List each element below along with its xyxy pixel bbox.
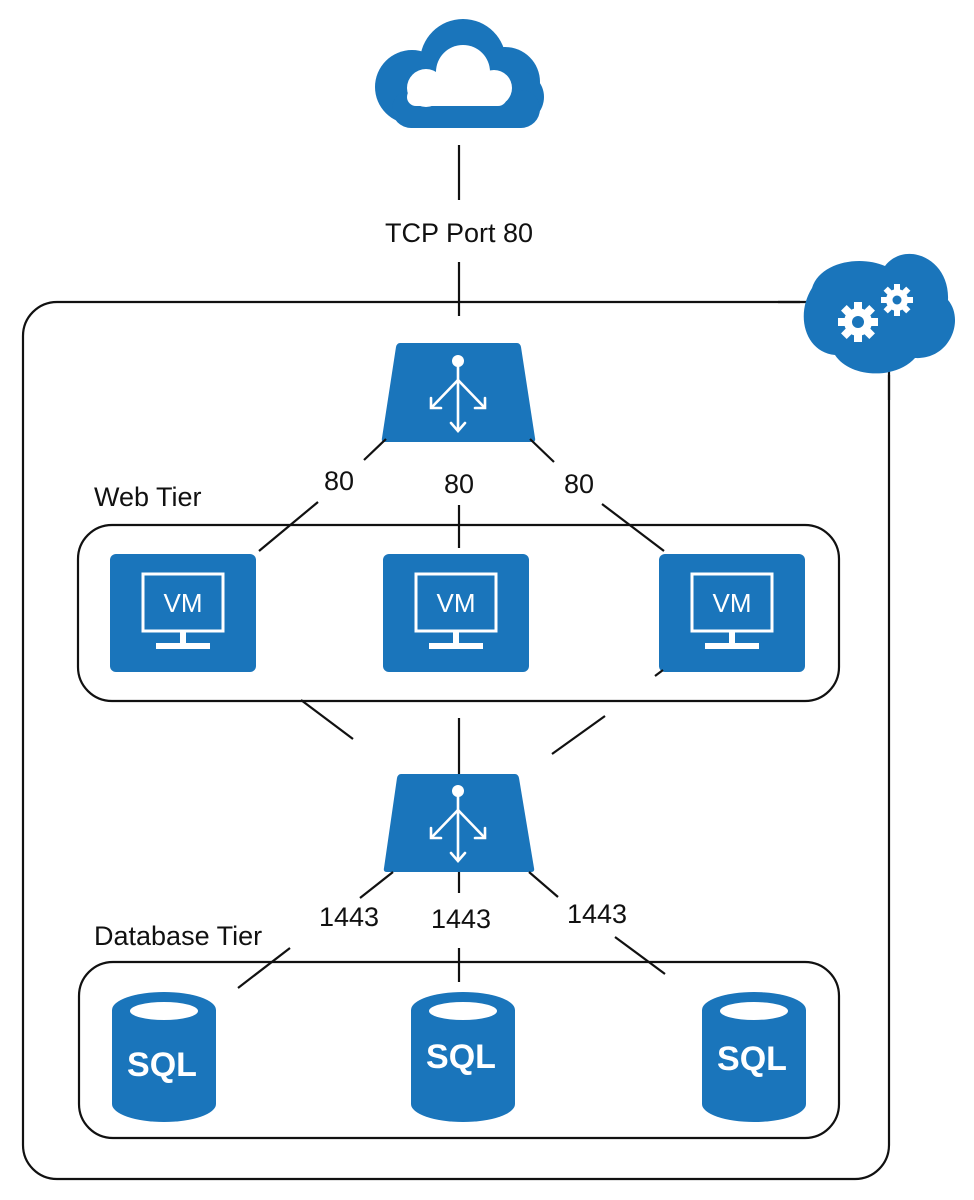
internet-link-label: TCP Port 80	[385, 218, 533, 248]
db-link-left-lower	[237, 947, 291, 989]
web-link-left-lower	[258, 501, 319, 552]
sql-database-3-label: SQL	[717, 1040, 787, 1078]
vm-2-icon: VM	[383, 554, 529, 672]
web-port-label-1: 80	[324, 466, 354, 496]
cloud-service-boundary	[21, 300, 891, 1181]
sql-database-2-label: SQL	[426, 1038, 496, 1076]
db-port-label-2: 1443	[431, 904, 491, 934]
sql-database-1-label: SQL	[127, 1046, 197, 1084]
vm-1-icon: VM	[110, 554, 256, 672]
web-link-right-upper	[529, 438, 555, 463]
web-link-right-lower	[601, 503, 665, 552]
web-load-balancer-icon	[381, 343, 536, 442]
db-link-left-upper	[359, 871, 394, 899]
web-link-left-upper	[363, 438, 387, 461]
web-to-db-link-right	[551, 715, 606, 755]
sql-database-1-icon: SQL	[112, 992, 216, 1122]
database-tier-label: Database Tier	[94, 921, 262, 951]
web-port-label-3: 80	[564, 469, 594, 499]
sql-database-2-icon: SQL	[411, 992, 515, 1122]
vm-3-label: VM	[713, 588, 752, 618]
vm-3-icon: VM	[659, 554, 805, 672]
database-tier-group	[77, 960, 841, 1140]
database-load-balancer-icon	[383, 774, 535, 872]
web-tier-label: Web Tier	[94, 482, 202, 512]
db-link-right-lower	[614, 936, 666, 975]
db-port-label-1: 1443	[319, 902, 379, 932]
web-port-label-2: 80	[444, 469, 474, 499]
vm-2-label: VM	[437, 588, 476, 618]
web-to-db-link-left	[300, 699, 354, 740]
vm-1-label: VM	[164, 588, 203, 618]
db-link-right-upper	[528, 871, 559, 898]
sql-database-3-icon: SQL	[702, 992, 806, 1122]
web-tier-group	[76, 523, 841, 703]
internet-cloud-icon	[375, 19, 544, 128]
cloud-service-gear-icon	[803, 253, 956, 374]
db-port-label-3: 1443	[567, 899, 627, 929]
